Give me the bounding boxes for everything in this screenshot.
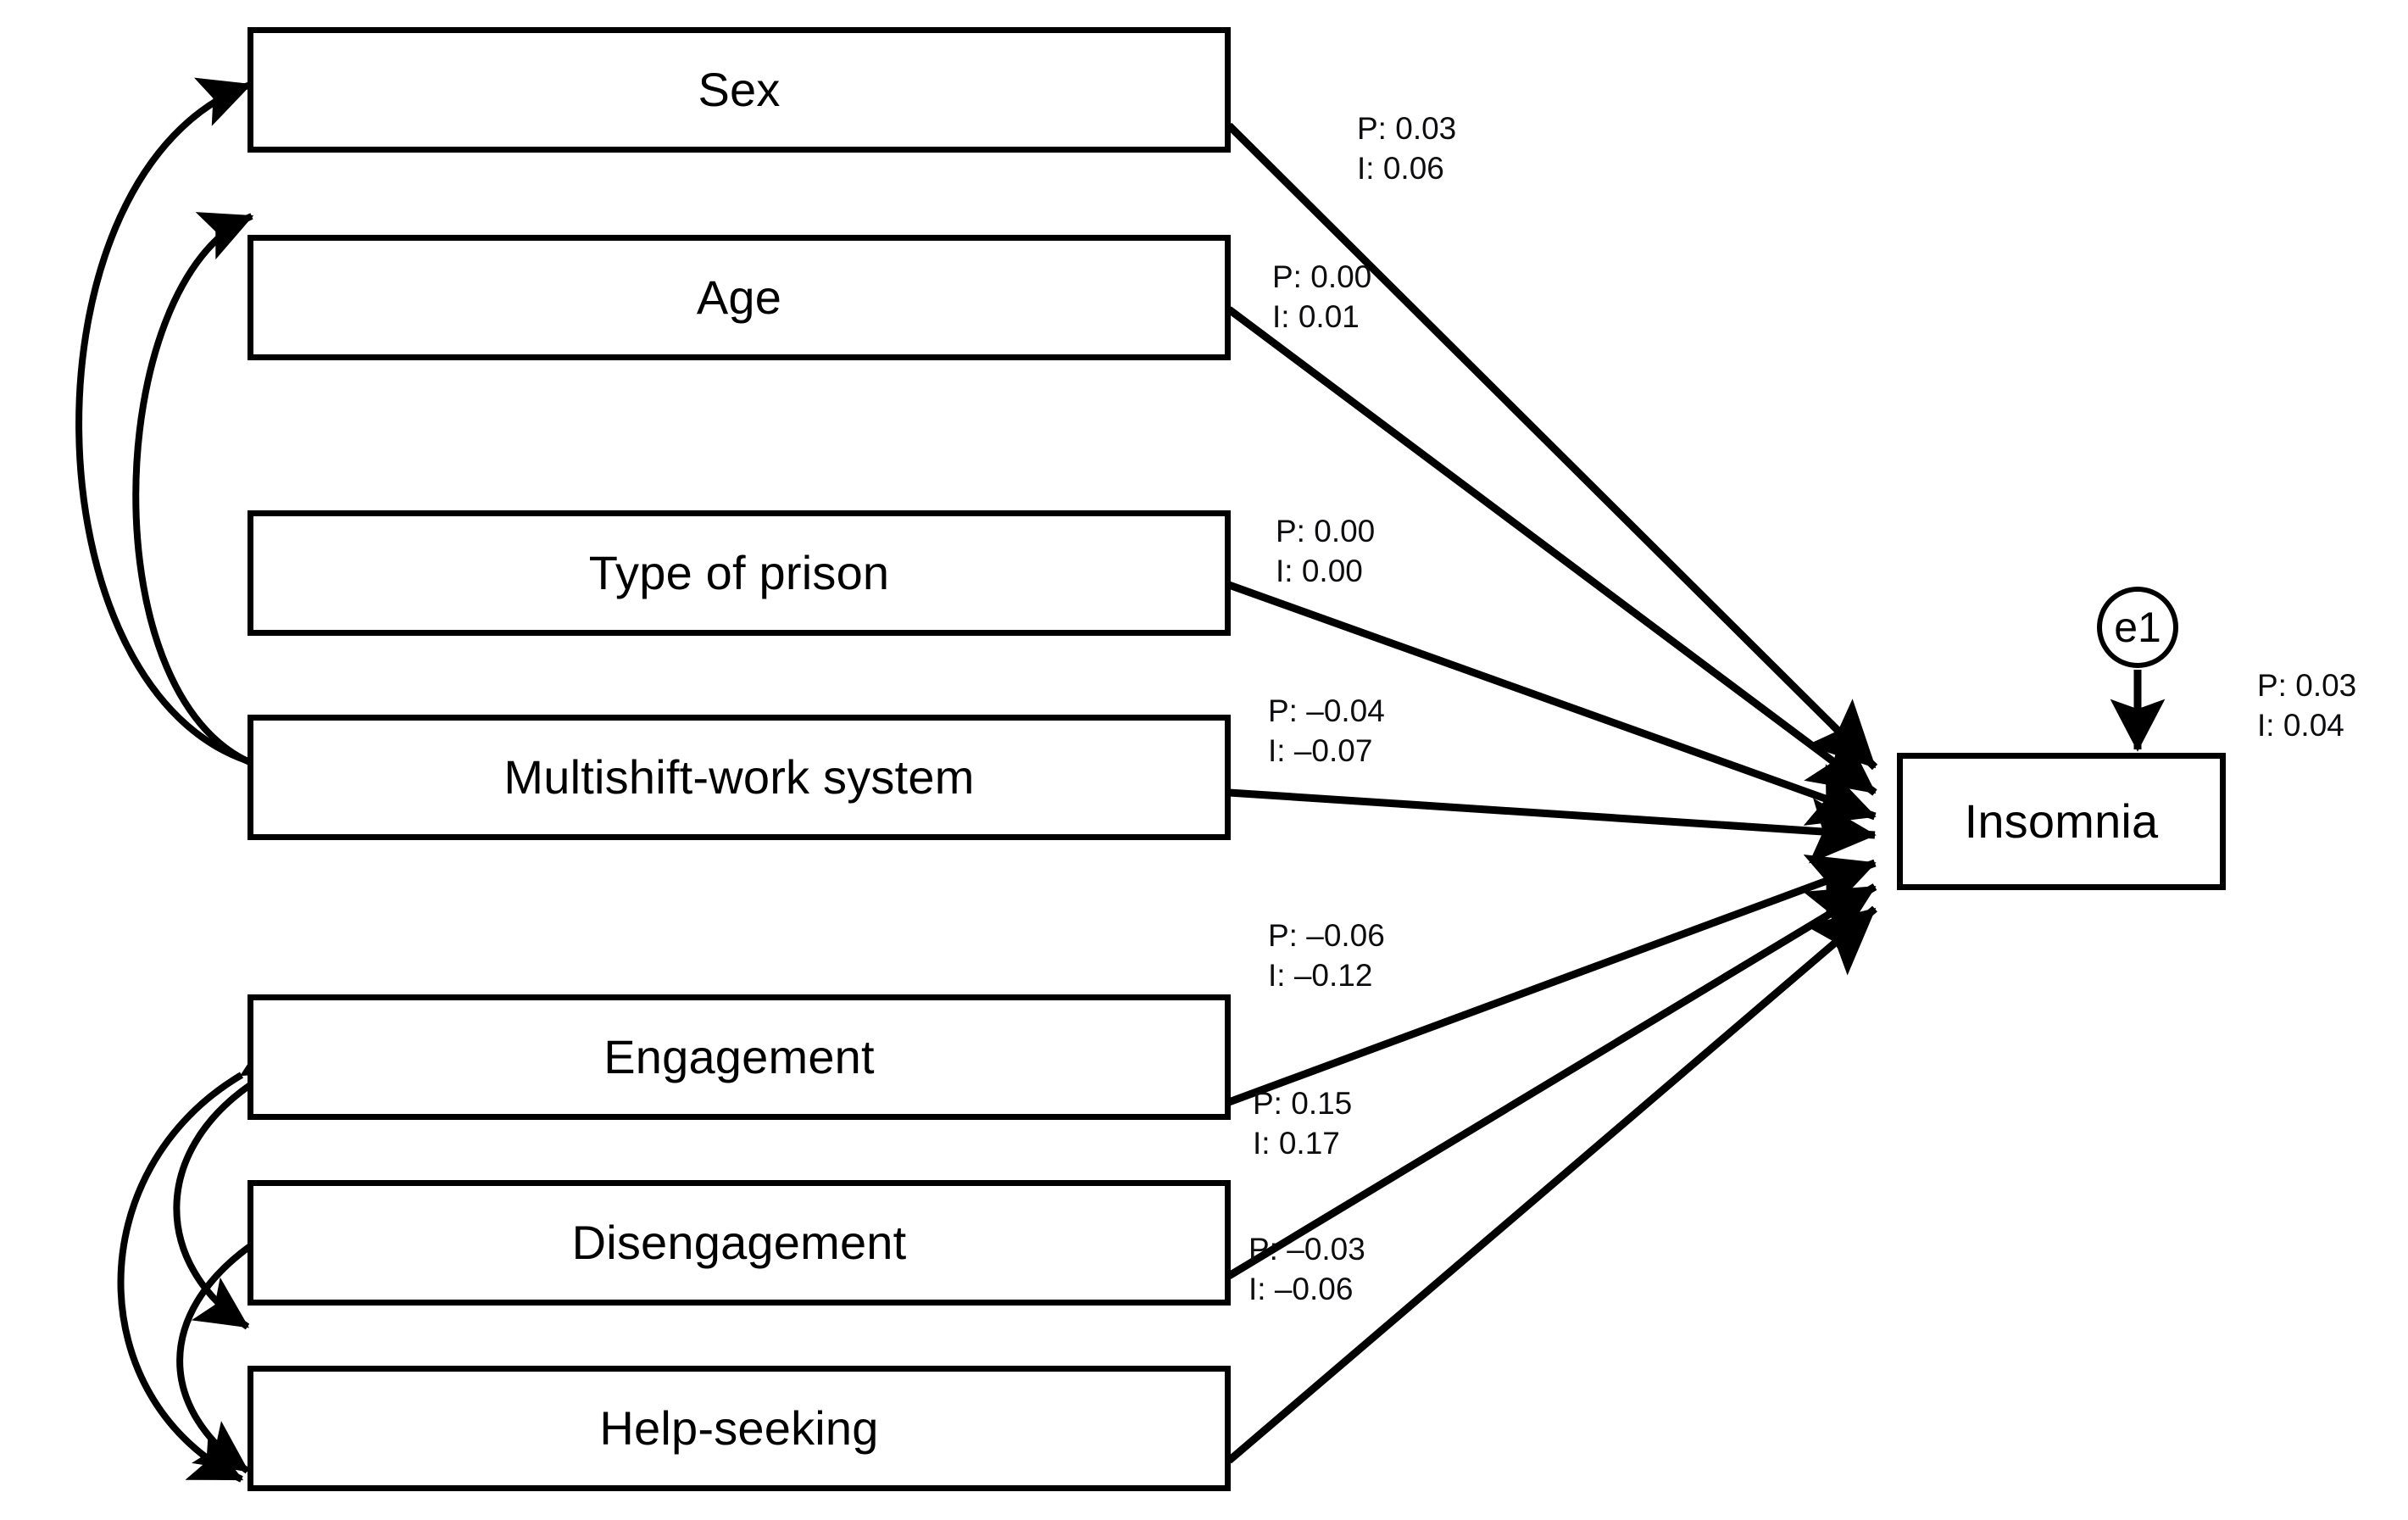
coefficient-disengagement: P: 0.15 I: 0.17 — [1253, 1083, 1352, 1164]
coefficient-multishift-work-system-p: P: –0.04 — [1268, 693, 1385, 728]
coefficient-multishift-work-system-i: I: –0.07 — [1268, 733, 1373, 769]
coefficient-e1: P: 0.03 I: 0.04 — [2257, 665, 2356, 746]
path-age-insomnia — [1226, 306, 1877, 796]
coefficient-e1-p: P: 0.03 — [2257, 668, 2357, 703]
node-help-seeking[interactable]: Help-seeking — [247, 1366, 1231, 1491]
node-age[interactable]: Age — [247, 235, 1231, 360]
node-sex-label: Sex — [698, 63, 781, 116]
node-disengagement[interactable]: Disengagement — [247, 1180, 1231, 1306]
node-e1-label: e1 — [2114, 604, 2161, 651]
coefficient-e1-i: I: 0.04 — [2257, 708, 2344, 743]
node-engagement[interactable]: Engagement — [247, 994, 1231, 1120]
node-type-of-prison-label: Type of prison — [588, 546, 890, 599]
node-disengagement-label: Disengagement — [571, 1216, 907, 1269]
coefficient-sex-i: I: 0.06 — [1357, 151, 1444, 187]
coefficient-disengagement-p: P: 0.15 — [1253, 1086, 1353, 1121]
coefficient-sex: P: 0.03 I: 0.06 — [1357, 109, 1456, 189]
coefficient-help-seeking: P: –0.03 I: –0.06 — [1248, 1229, 1365, 1310]
path-type-of-prison-insomnia — [1227, 581, 1877, 826]
node-engagement-label: Engagement — [603, 1030, 875, 1083]
coefficient-help-seeking-i: I: –0.06 — [1248, 1272, 1354, 1307]
path-help-seeking-insomnia — [1226, 905, 1877, 1464]
coefficient-age: P: 0.00 I: 0.01 — [1272, 257, 1371, 337]
node-insomnia-label: Insomnia — [1964, 794, 2159, 848]
node-age-label: Age — [696, 270, 782, 324]
coefficient-engagement-p: P: –0.06 — [1268, 918, 1385, 953]
node-insomnia[interactable]: Insomnia — [1897, 753, 2226, 890]
coefficient-disengagement-i: I: 0.17 — [1253, 1126, 1340, 1161]
path-disengagement-insomnia — [1226, 883, 1877, 1279]
coefficient-help-seeking-p: P: –0.03 — [1248, 1232, 1365, 1267]
coefficient-type-of-prison-i: I: 0.00 — [1276, 554, 1363, 589]
covariance-age-multishift — [132, 212, 319, 807]
coefficient-age-p: P: 0.00 — [1272, 259, 1372, 294]
coefficient-age-i: I: 0.01 — [1272, 299, 1360, 335]
path-engagement-insomnia — [1227, 854, 1877, 1106]
coefficient-multishift-work-system: P: –0.04 I: –0.07 — [1268, 691, 1385, 771]
node-help-seeking-label: Help-seeking — [599, 1401, 879, 1455]
coefficient-sex-p: P: 0.03 — [1357, 111, 1457, 146]
node-sex[interactable]: Sex — [247, 27, 1231, 153]
covariance-sex-multishift — [75, 77, 310, 803]
covariance-disengagement-help-seeking — [176, 1195, 306, 1474]
node-multishift-work-system[interactable]: Multishift-work system — [247, 715, 1231, 840]
path-multishift-insomnia — [1228, 788, 1877, 864]
covariance-engagement-help-seeking — [117, 1027, 298, 1483]
coefficient-type-of-prison-p: P: 0.00 — [1276, 514, 1376, 548]
node-multishift-work-system-label: Multishift-work system — [503, 750, 975, 804]
coefficient-type-of-prison: P: 0.00 I: 0.00 — [1276, 511, 1375, 592]
coefficient-engagement: P: –0.06 I: –0.12 — [1268, 916, 1385, 996]
node-type-of-prison[interactable]: Type of prison — [247, 510, 1231, 636]
path-sex-insomnia — [1226, 122, 1878, 771]
regression-path-group — [1226, 122, 1878, 1464]
node-e1[interactable]: e1 — [2097, 587, 2178, 668]
coefficient-engagement-i: I: –0.12 — [1268, 958, 1373, 994]
